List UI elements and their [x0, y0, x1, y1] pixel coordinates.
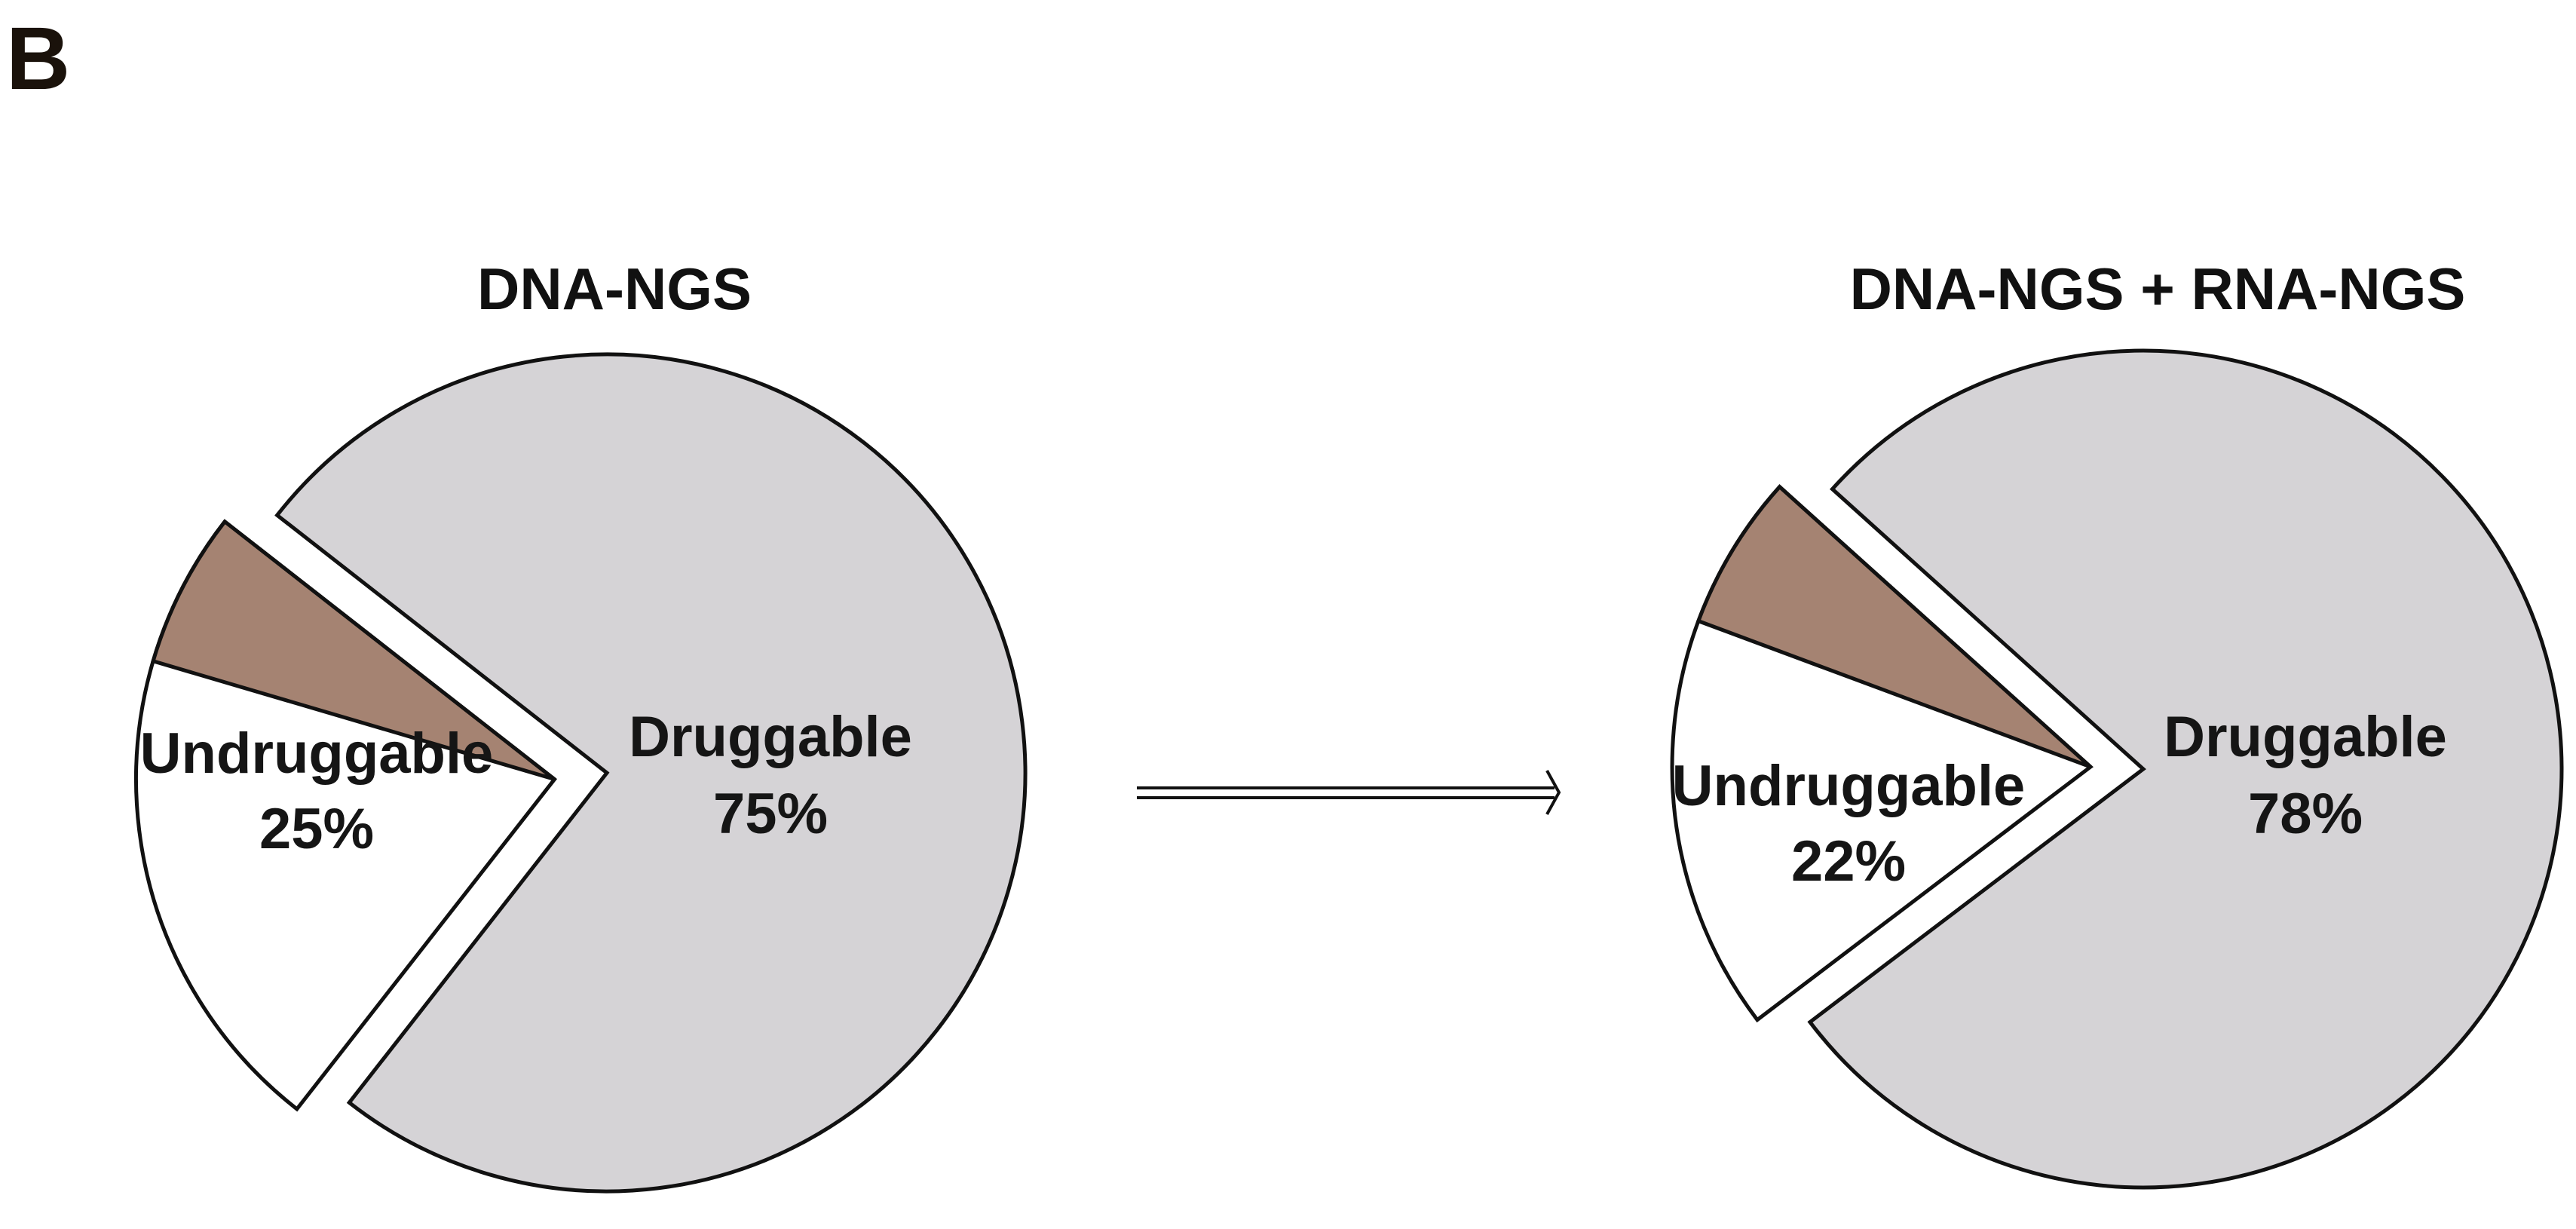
pie-chart-dna-rna-ngs: DNA-NGS + RNA-NGS Druggable 78% Undrugga… — [1670, 256, 2564, 1190]
undruggable-percent: 25% — [259, 797, 374, 861]
druggable-label: Druggable — [629, 705, 912, 769]
slice-label-undruggable: Undruggable 22% — [1672, 754, 2026, 893]
slice-druggable — [1807, 348, 2564, 1190]
druggable-percent: 75% — [713, 782, 828, 846]
slice-label-druggable: Druggable 78% — [2164, 705, 2447, 846]
arrow-right-icon — [1137, 770, 1561, 815]
chart-title-dna-rna-ngs: DNA-NGS + RNA-NGS — [1850, 256, 2466, 322]
slice-highlight — [1695, 484, 2092, 769]
panel-label: B — [6, 9, 70, 109]
slice-label-undruggable: Undruggable 25% — [140, 722, 494, 861]
undruggable-percent: 22% — [1791, 829, 1906, 893]
undruggable-label: Undruggable — [1672, 754, 2026, 818]
slice-druggable — [274, 352, 1028, 1194]
chart-title-dna-ngs: DNA-NGS — [477, 256, 752, 322]
pie-slices — [134, 352, 1028, 1194]
undruggable-label: Undruggable — [140, 722, 494, 786]
slice-label-druggable: Druggable 75% — [629, 705, 912, 846]
druggable-label: Druggable — [2164, 705, 2447, 769]
pie-slices — [1670, 348, 2564, 1190]
pie-chart-dna-ngs: DNA-NGS Druggable 75% Undruggable 25% — [134, 256, 1028, 1194]
slice-highlight — [150, 519, 556, 781]
druggable-percent: 78% — [2248, 782, 2363, 846]
